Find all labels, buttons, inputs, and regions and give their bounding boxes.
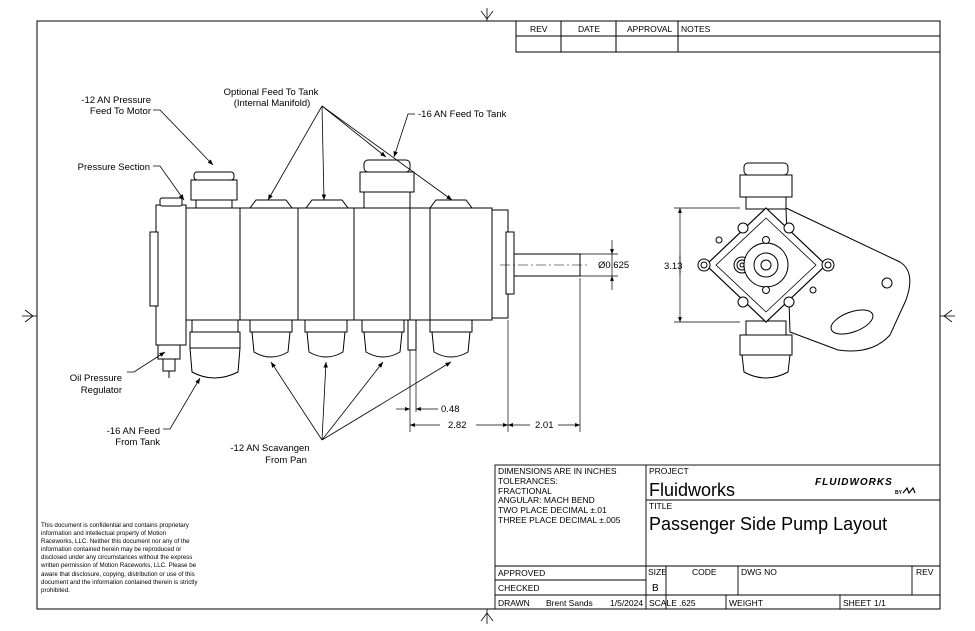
sheet-value: 1/1 — [874, 598, 886, 608]
callout-16an-feed-from-tank-2: From Tank — [115, 437, 160, 448]
callout-pressure-feed-2: Feed To Motor — [90, 106, 151, 117]
title-block — [494, 464, 941, 610]
rev-label: REV — [916, 567, 934, 577]
callout-pressure-feed-1: -12 AN Pressure — [81, 95, 151, 106]
dims-note-3: FRACTIONAL — [498, 486, 552, 496]
callout-labels: -12 AN Pressure Feed To Motor Optional F… — [70, 87, 507, 466]
checked-label: CHECKED — [498, 583, 540, 593]
approval-header: APPROVAL — [627, 24, 672, 34]
callout-pressure-section: Pressure Section — [78, 162, 150, 173]
fluidworks-logo: FLUIDWORKS BY — [815, 477, 916, 496]
date-header: DATE — [578, 24, 600, 34]
logo-text: FLUIDWORKS — [815, 477, 893, 488]
dims-note-4: ANGULAR: MACH BEND — [498, 495, 595, 505]
dimension-labels: Ø0.625 3.13 0.48 2.82 2.01 — [441, 260, 683, 431]
center-marks — [22, 8, 955, 624]
scale-label: SCALE — [649, 598, 677, 608]
sheet-label: SHEET — [843, 598, 871, 608]
drawn-date: 1/5/2024 — [610, 598, 643, 608]
dim-height: 3.13 — [664, 261, 683, 272]
dims-note-6: THREE PLACE DECIMAL ±.005 — [498, 515, 621, 525]
dim-2-01: 2.01 — [535, 420, 554, 431]
callout-scavenge-2: From Pan — [265, 455, 307, 466]
callout-oil-regulator-1: Oil Pressure — [70, 373, 122, 384]
drawn-by: Brent Sands — [546, 598, 593, 608]
approved-label: APPROVED — [498, 568, 545, 578]
dim-0-48: 0.48 — [441, 404, 460, 415]
dim-shaft-diameter: Ø0.625 — [598, 260, 629, 271]
confidential-notice: This document is confidential and contai… — [41, 522, 198, 594]
dims-note-5: TWO PLACE DECIMAL ±.01 — [498, 505, 607, 515]
notes-header: NOTES — [681, 24, 711, 34]
drawing-title: Passenger Side Pump Layout — [649, 514, 887, 534]
project-name: Fluidworks — [649, 480, 735, 500]
dims-note-1: DIMENSIONS ARE IN INCHES — [498, 466, 617, 476]
project-label: PROJECT — [649, 466, 689, 476]
leader-lines — [127, 105, 453, 441]
callout-scavenge-1: -12 AN Scavangen — [230, 443, 309, 454]
title-block-text: DIMENSIONS ARE IN INCHES TOLERANCES: FRA… — [498, 466, 934, 608]
callout-16an-feed-from-tank-1: -16 AN Feed — [107, 426, 160, 437]
revision-block: REV DATE APPROVAL NOTES — [515, 20, 941, 53]
dwg-no-label: DWG NO — [741, 567, 777, 577]
pump-side-view — [149, 159, 590, 379]
scale-value: .625 — [679, 598, 696, 608]
size-value: B — [652, 583, 659, 594]
logo-sub: BY — [895, 490, 903, 496]
callout-oil-regulator-2: Regulator — [81, 385, 122, 396]
dimension-lines — [396, 207, 740, 432]
dim-2-82: 2.82 — [448, 420, 467, 431]
rev-header: REV — [530, 24, 548, 34]
weight-label: WEIGHT — [729, 598, 763, 608]
size-label: SIZE — [648, 567, 667, 577]
callout-16an-feed-to-tank: -16 AN Feed To Tank — [418, 109, 507, 120]
callout-optional-feed-1: Optional Feed To Tank — [224, 87, 319, 98]
pump-end-view — [697, 162, 911, 379]
drawn-label: DRAWN — [498, 598, 530, 608]
dims-note-2: TOLERANCES: — [498, 476, 558, 486]
code-label: CODE — [692, 567, 717, 577]
drawing-border — [36, 20, 941, 610]
callout-optional-feed-2: (Internal Manifold) — [234, 98, 311, 109]
title-label: TITLE — [649, 501, 672, 511]
